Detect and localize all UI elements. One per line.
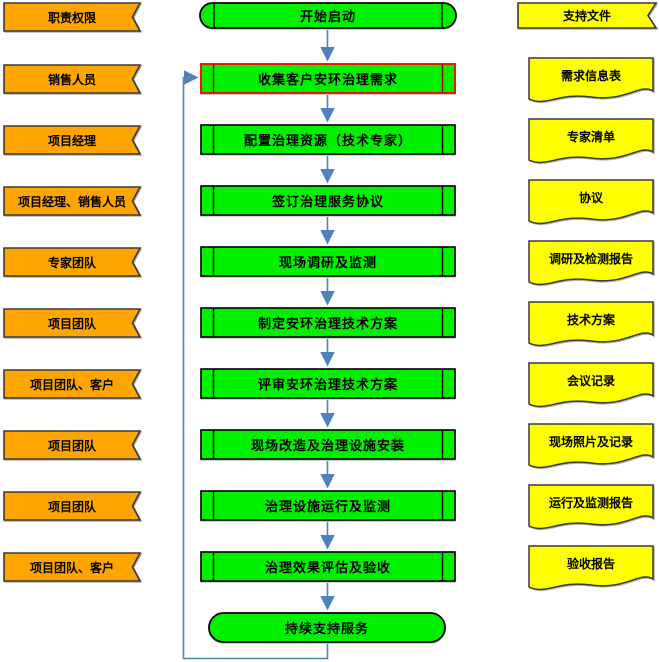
start-terminator: 开始启动 bbox=[199, 2, 457, 29]
process-step-box: 收集客户安环治理需求 bbox=[200, 63, 456, 94]
document-shape: 协议 bbox=[528, 179, 654, 227]
process-step-box: 治理效果评估及验收 bbox=[200, 551, 456, 582]
role-banner: 项目经理 bbox=[3, 125, 142, 155]
role-banner: 项目经理、销售人员 bbox=[3, 186, 142, 216]
process-step-box: 现场改造及治理设施安装 bbox=[200, 429, 456, 460]
document-shape: 现场照片及记录 bbox=[528, 423, 654, 471]
role-banner: 专家团队 bbox=[3, 247, 142, 277]
docs-header-banner: 支持文件 bbox=[517, 2, 658, 29]
process-step-box: 制定安环治理技术方案 bbox=[200, 307, 456, 338]
process-step-box: 签订治理服务协议 bbox=[200, 185, 456, 216]
role-banner: 项目团队 bbox=[3, 491, 142, 521]
document-shape: 专家清单 bbox=[528, 118, 654, 166]
role-banner: 项目团队 bbox=[3, 308, 142, 338]
feedback-loop-arrow bbox=[182, 70, 329, 660]
document-shape: 验收报告 bbox=[528, 545, 654, 593]
document-shape: 需求信息表 bbox=[528, 57, 654, 105]
document-shape: 调研及检测报告 bbox=[528, 240, 654, 288]
role-banner: 项目团队 bbox=[3, 430, 142, 460]
process-step-box: 治理设施运行及监测 bbox=[200, 490, 456, 521]
process-step-box: 现场调研及监测 bbox=[200, 246, 456, 277]
process-step-box: 评审安环治理技术方案 bbox=[200, 368, 456, 399]
document-shape: 技术方案 bbox=[528, 301, 654, 349]
role-banner: 项目团队、客户 bbox=[3, 552, 142, 582]
end-terminator: 持续支持服务 bbox=[208, 612, 446, 643]
process-step-box: 配置治理资源（技术专家） bbox=[200, 124, 456, 155]
role-banner: 项目团队、客户 bbox=[3, 369, 142, 399]
document-shape: 运行及监测报告 bbox=[528, 484, 654, 532]
roles-header-banner: 职责权限 bbox=[3, 2, 142, 32]
role-banner: 销售人员 bbox=[3, 64, 142, 94]
document-shape: 会议记录 bbox=[528, 362, 654, 410]
